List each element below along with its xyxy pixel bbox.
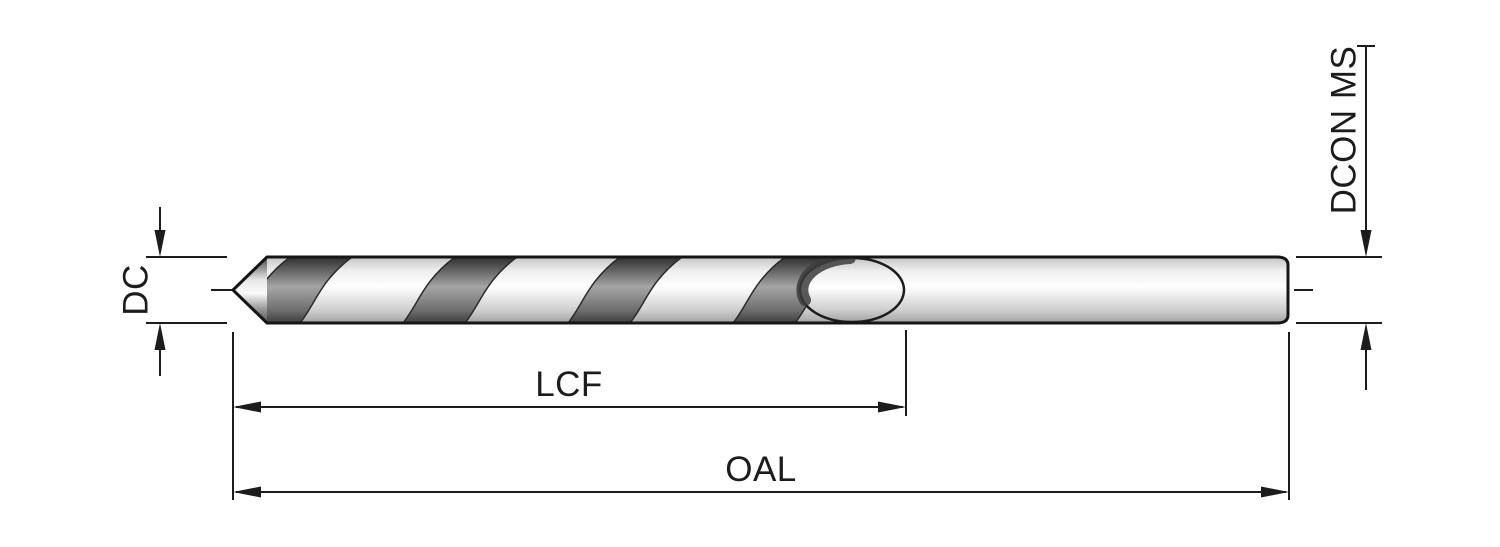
flute-band: [566, 257, 685, 323]
dc-label: DC: [117, 264, 156, 316]
oal-dimension: OAL: [233, 332, 1290, 500]
drill-tip: [233, 257, 267, 323]
dc-arrowhead-down: [154, 230, 166, 257]
lcf-dimension: LCF: [233, 330, 907, 416]
dcon-arrowhead-down: [1360, 230, 1372, 257]
dc-dimension: DC: [117, 207, 227, 376]
oal-arrowhead-right: [1261, 486, 1289, 498]
lcf-arrowhead-left: [233, 401, 261, 413]
dcon-label: DCON MS: [1325, 46, 1364, 215]
lcf-arrowhead-right: [878, 401, 906, 413]
dc-arrowhead-up: [154, 323, 166, 350]
lcf-label: LCF: [535, 365, 603, 404]
dcon-arrowhead-up: [1360, 323, 1372, 350]
flute-runout-shading: [796, 257, 856, 306]
drill-outline: [231, 255, 1290, 325]
drill-bit: [231, 255, 1290, 325]
flute-band: [401, 257, 520, 323]
oal-arrowhead-left: [233, 486, 261, 498]
oal-label: OAL: [725, 450, 797, 489]
dcon-dimension: DCON MS: [1296, 45, 1382, 390]
